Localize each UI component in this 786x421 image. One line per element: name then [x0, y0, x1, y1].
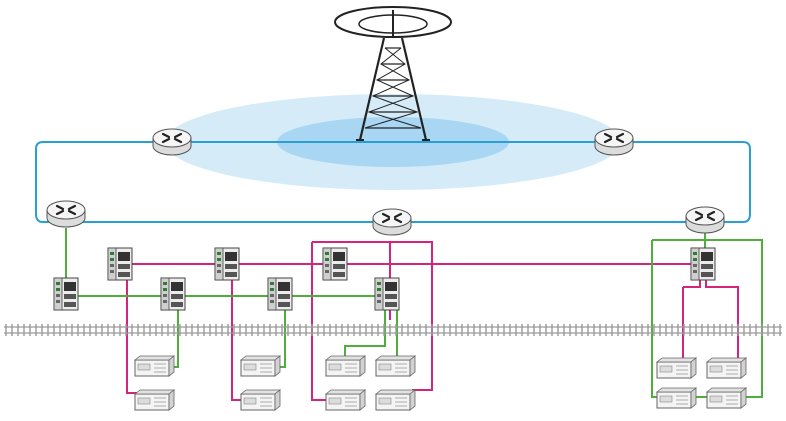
field-device-icon	[134, 389, 175, 411]
industrial-switch-icon	[374, 277, 400, 311]
router-icon	[371, 207, 413, 237]
field-device-icon	[706, 387, 747, 409]
router-icon	[684, 205, 726, 235]
industrial-switch-icon	[322, 247, 348, 281]
industrial-switch-icon	[214, 247, 240, 281]
field-device-icon	[240, 355, 281, 377]
field-device-icon	[656, 357, 697, 379]
field-device-icon	[325, 355, 366, 377]
router-icon	[151, 127, 193, 157]
router-icon	[593, 127, 635, 157]
industrial-switch-icon	[160, 277, 186, 311]
field-device-icon	[325, 389, 366, 411]
radio-tower-icon	[334, 6, 452, 141]
field-device-icon	[375, 389, 416, 411]
field-device-icon	[706, 357, 747, 379]
railway-track	[4, 324, 782, 336]
industrial-switch-icon	[690, 247, 716, 281]
field-device-icon	[134, 355, 175, 377]
field-device-icon	[375, 355, 416, 377]
industrial-switch-icon	[107, 247, 133, 281]
field-device-icon	[240, 389, 281, 411]
router-icon	[45, 199, 87, 229]
field-device-icon	[656, 387, 697, 409]
magenta-links	[120, 241, 739, 401]
industrial-switch-icon	[53, 277, 79, 311]
industrial-switch-icon	[267, 277, 293, 311]
